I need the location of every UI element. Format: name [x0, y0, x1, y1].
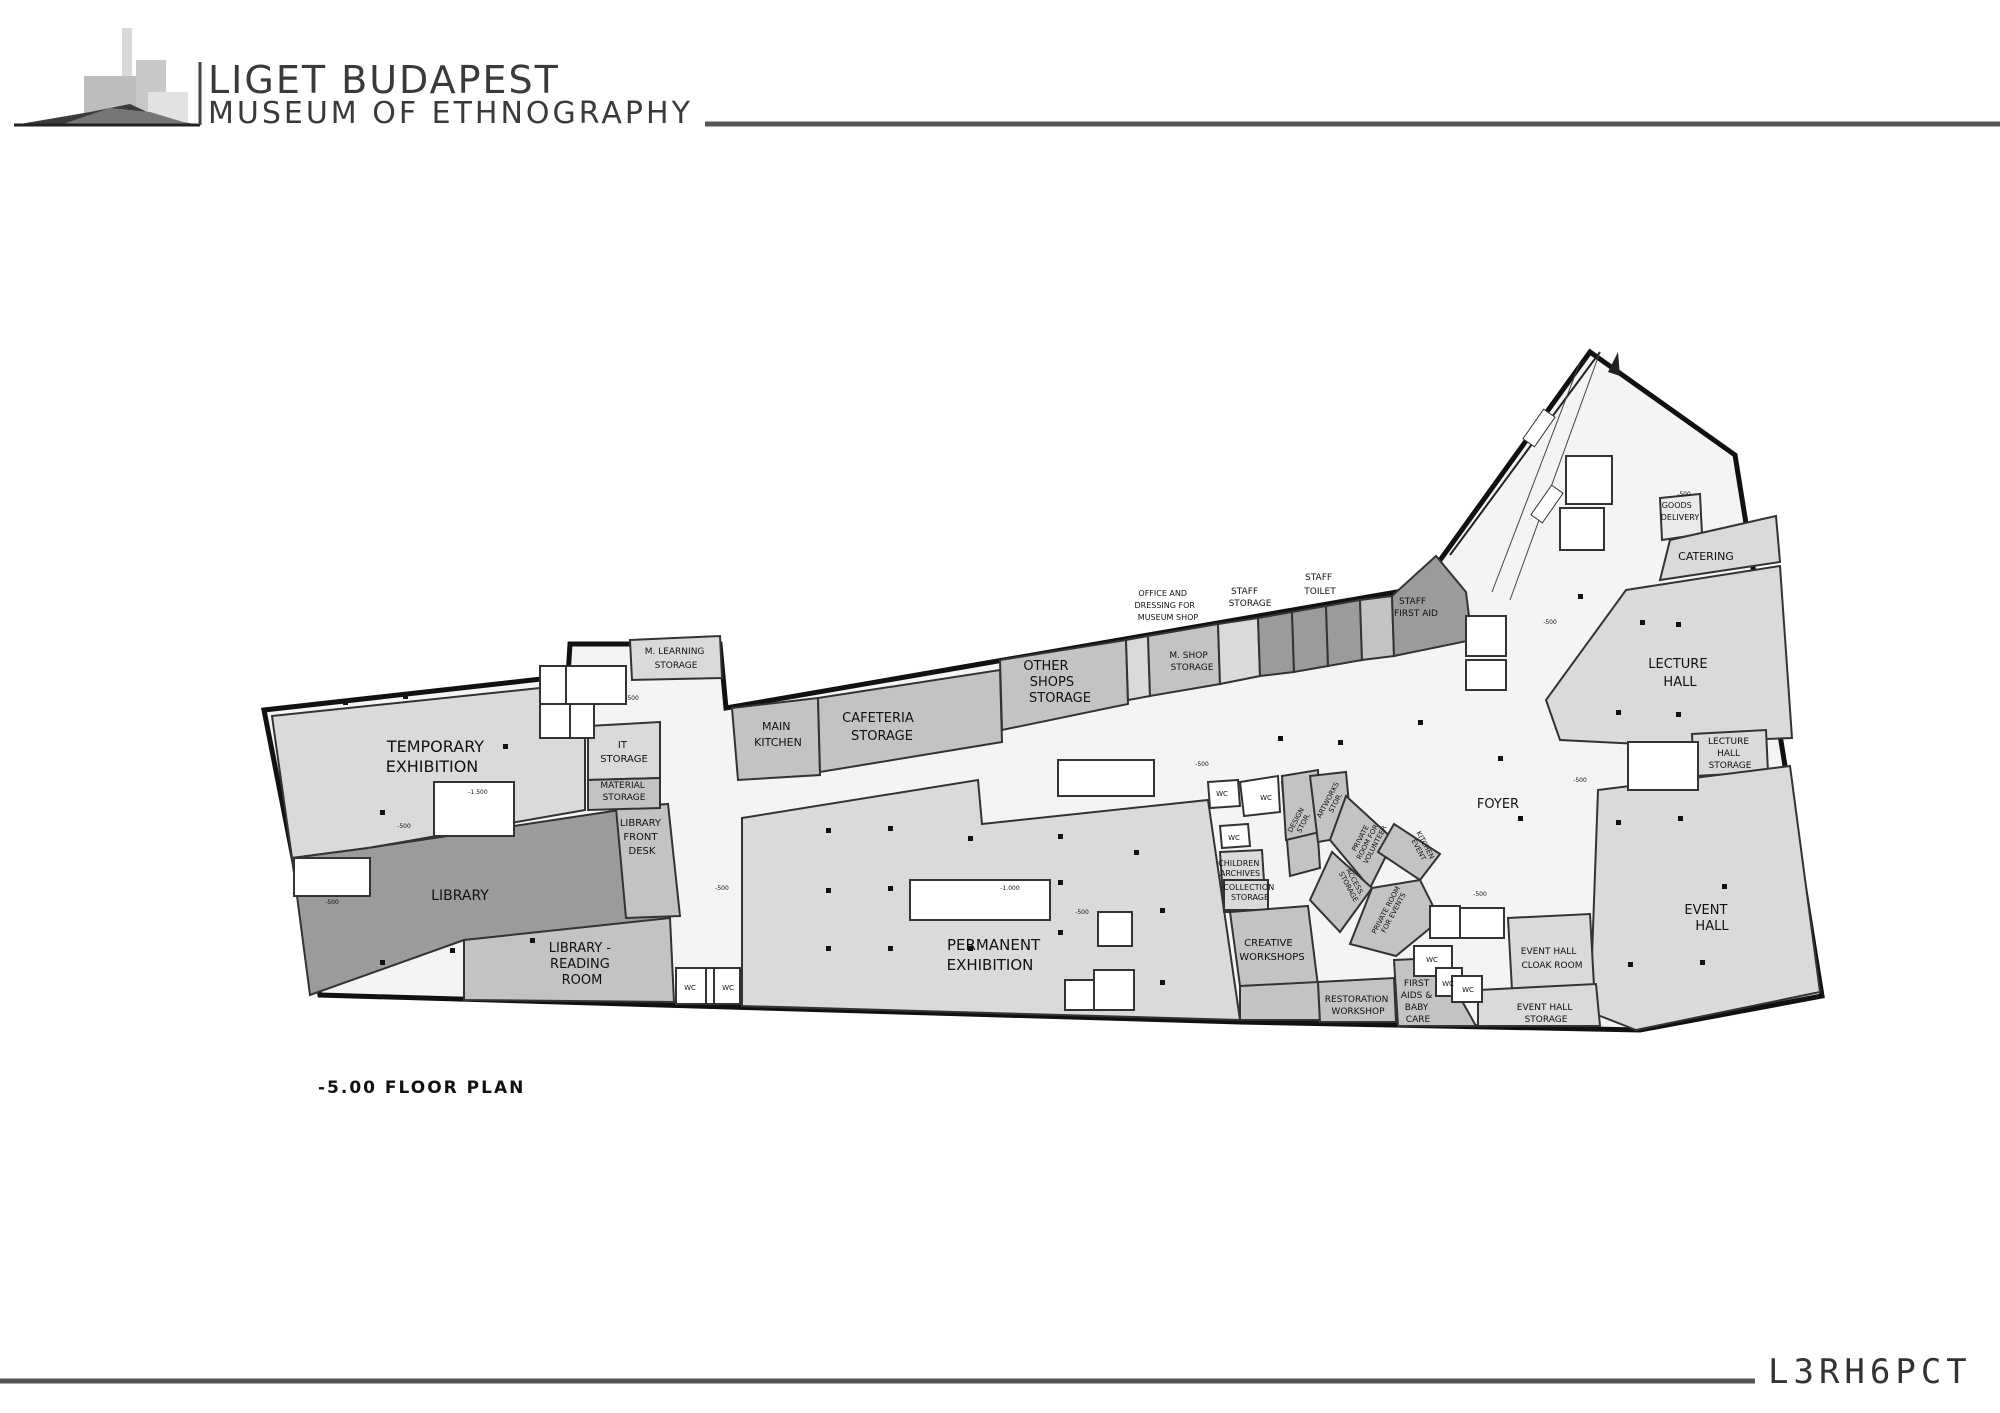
label-wc: WC [1228, 834, 1240, 842]
room-m-learning-storage [628, 634, 724, 682]
level-marker: -500 [1677, 491, 1691, 498]
level-marker: -500 [1543, 619, 1557, 626]
level-marker: -1.500 [468, 789, 488, 796]
room-event-hall [1588, 764, 1822, 1032]
label-foyer: FOYER [1477, 797, 1519, 812]
structural-columns [343, 594, 1727, 985]
room-cafeteria-storage [816, 668, 1004, 774]
level-marker: -500 [325, 899, 339, 906]
label-library-front-desk: LIBRARY FRONT DESK [620, 818, 664, 857]
level-marker: -500 [1195, 761, 1209, 768]
room-it-storage [587, 720, 661, 782]
sheet-code: L3RH6PCT [1768, 1352, 1972, 1392]
ramp [1449, 351, 1620, 601]
label-wc: WC [1462, 986, 1474, 994]
staircases [293, 455, 1699, 1011]
project-title: LIGET BUDAPEST [208, 58, 560, 102]
room-private-room-events [1348, 878, 1442, 958]
label-library: LIBRARY [431, 888, 489, 904]
label-lecture-hall: LECTURE HALL [1648, 657, 1711, 690]
label-library-reading-room: LIBRARY - READING ROOM [549, 941, 616, 988]
floor-plan-caption: -5.00 FLOOR PLAN [318, 1078, 526, 1098]
room-catering [1658, 514, 1782, 582]
room-other-shops-storage [998, 638, 1130, 732]
label-wc: WC [1442, 980, 1454, 988]
room-staff-storage [1216, 616, 1262, 686]
label-wc: WC [722, 984, 734, 992]
label-m-learning-storage: M. LEARNING STORAGE [645, 647, 708, 671]
label-catering: CATERING [1678, 550, 1734, 563]
label-office-dressing: OFFICE AND DRESSING FOR MUSEUM SHOP [1134, 589, 1198, 622]
room-office-dressing [1124, 634, 1152, 702]
label-wc: WC [1426, 956, 1438, 964]
label-first-aids-baby-care: FIRST AIDS & BABY CARE [1401, 979, 1435, 1025]
label-temporary-exhibition: TEMPORARY EXHIBITION [386, 737, 489, 776]
label-event-hall-storage: EVENT HALL STORAGE [1517, 1003, 1575, 1025]
project-subtitle: MUSEUM OF ETHNOGRAPHY [208, 96, 693, 131]
room-library-reading-room [463, 916, 676, 1004]
level-marker: -500 [1473, 891, 1487, 898]
label-other-shops-storage: OTHER SHOPS STORAGE [1023, 659, 1091, 706]
room-staff-toilet [1358, 594, 1396, 662]
rooms [270, 492, 1822, 1032]
room-material-storage [587, 776, 661, 812]
level-marker: -500 [1573, 777, 1587, 784]
museum-logo-icon [14, 28, 202, 127]
label-restoration-workshop: RESTORATION WORKSHOP [1325, 995, 1391, 1017]
level-marker: -500 [1075, 909, 1089, 916]
level-marker: -1.000 [1000, 885, 1020, 892]
label-staff-toilet: STAFF TOILET [1303, 573, 1336, 597]
label-event-hall: EVENT HALL [1684, 903, 1731, 934]
label-permanent-exhibition: PERMANENT EXHIBITION [947, 936, 1045, 974]
label-lecture-hall-storage: LECTURE HALL STORAGE [1708, 737, 1752, 771]
label-goods-delivery: GOODS DELIVERY [1661, 501, 1700, 522]
room-event-hall-storage [1477, 982, 1602, 1027]
label-it-storage: IT STORAGE [600, 740, 648, 765]
room-access-storage [1308, 850, 1374, 934]
level-marker: -500 [715, 885, 729, 892]
label-event-hall-cloak-room: EVENT HALL CLOAK ROOM [1521, 947, 1583, 971]
label-wc: WC [684, 984, 696, 992]
label-staff-storage: STAFF STORAGE [1229, 587, 1272, 609]
label-m-shop-storage: M. SHOP STORAGE [1169, 651, 1213, 673]
level-marker: -500 [397, 823, 411, 830]
level-marker: -500 [625, 695, 639, 702]
label-children-archives: CHILDREN ARCHIVES [1218, 859, 1262, 878]
room-main-kitchen [730, 696, 822, 782]
label-main-kitchen: MAIN KITCHEN [754, 720, 802, 749]
label-staff-first-aid: STAFF FIRST AID [1394, 597, 1438, 619]
label-cafeteria-storage: CAFETERIA STORAGE [842, 711, 918, 744]
label-creative-workshops: CREATIVE WORKSHOPS [1239, 938, 1304, 963]
room-restoration-workshop [1316, 976, 1398, 1023]
label-collection-storage: COLLECTION STORAGE [1223, 883, 1277, 902]
label-wc: WC [1260, 794, 1272, 802]
label-wc: WC [1216, 790, 1228, 798]
label-material-storage: MATERIAL STORAGE [600, 781, 647, 803]
